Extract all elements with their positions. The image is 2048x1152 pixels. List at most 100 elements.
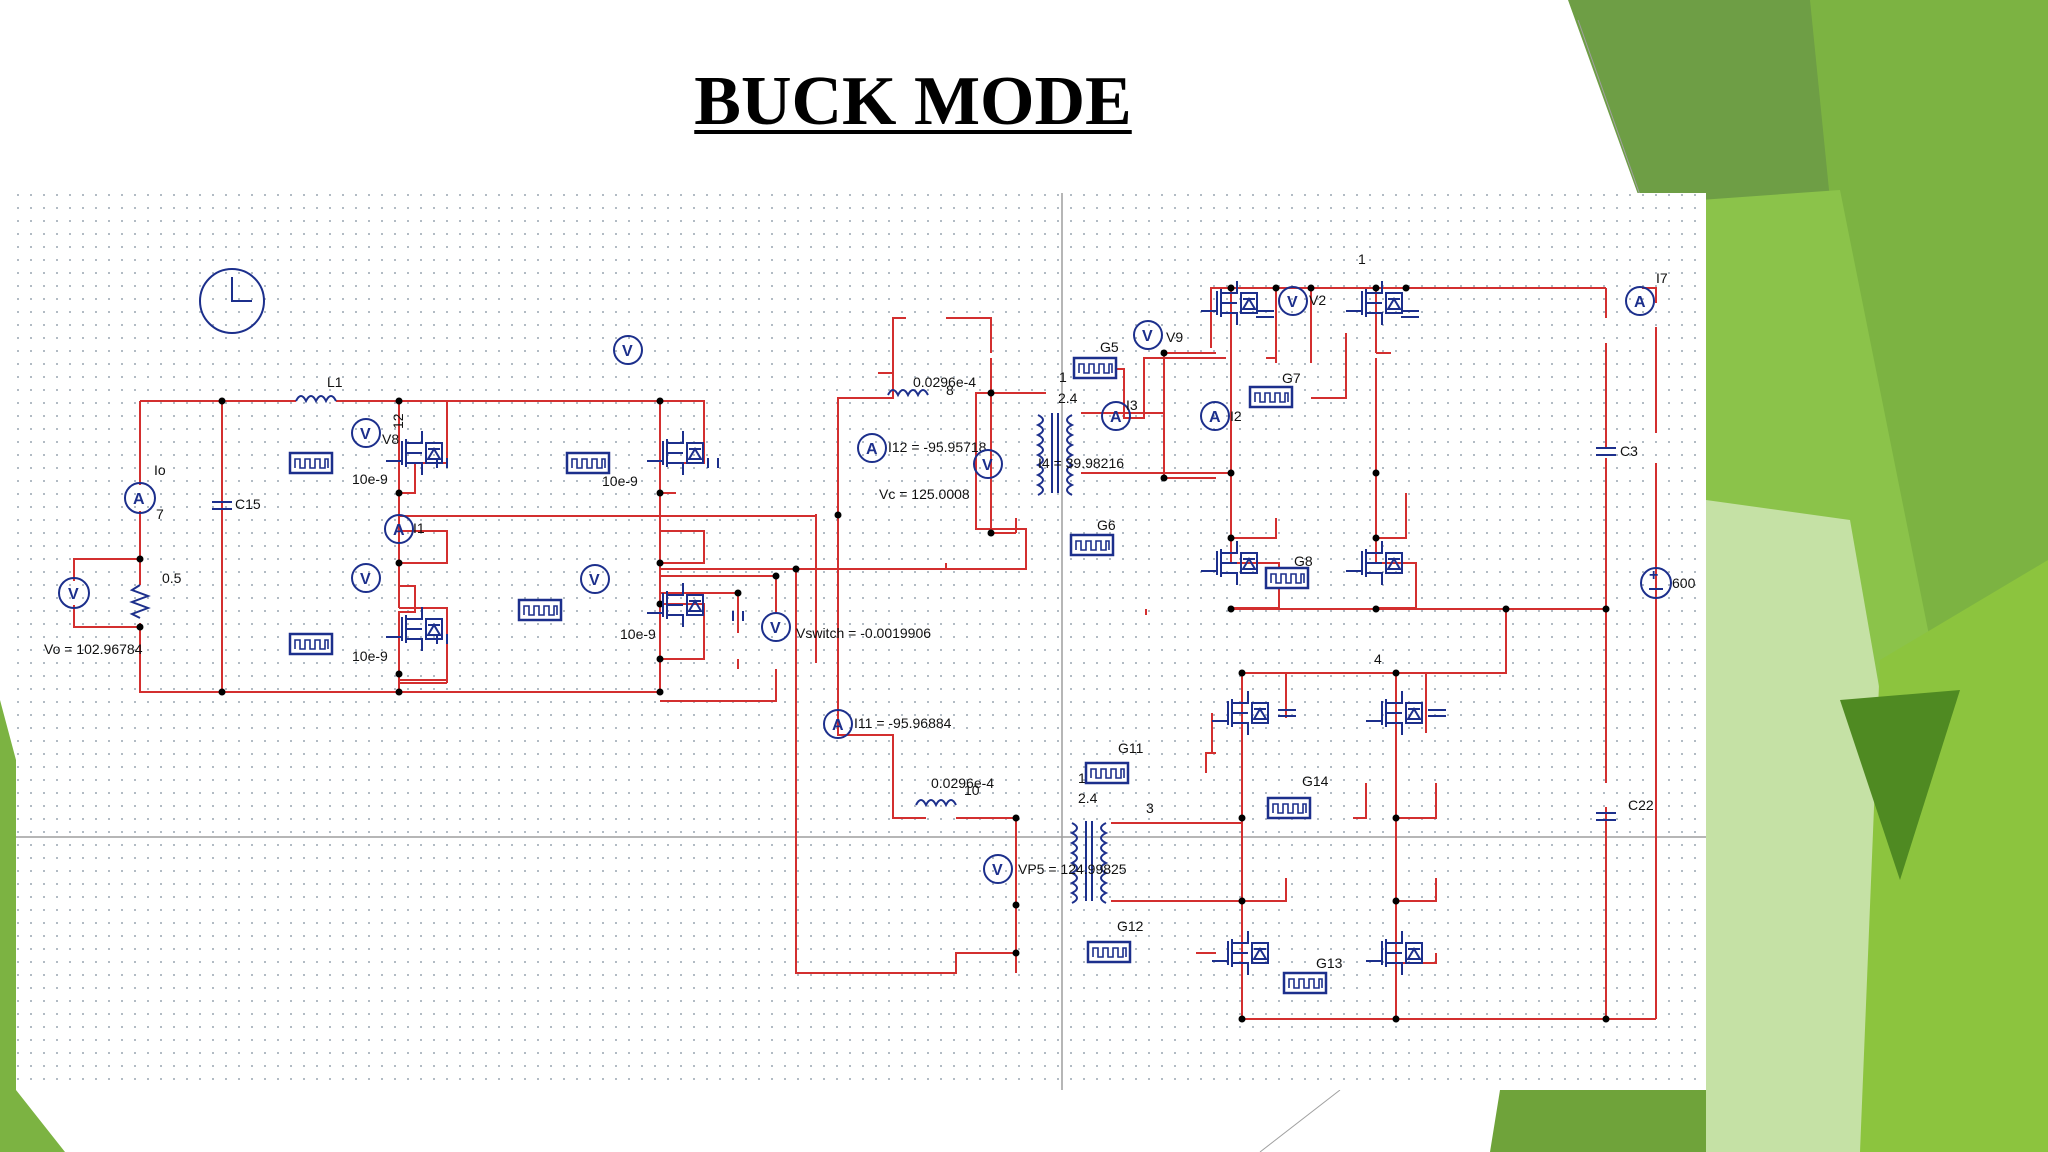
label-vc: Vc = 125.0008: [879, 486, 970, 502]
transformer-1: [1035, 413, 1075, 496]
svg-text:A: A: [1634, 294, 1646, 311]
resistor: [129, 584, 151, 619]
capacitor-g11: [1278, 709, 1296, 717]
label-g6: G6: [1097, 517, 1116, 533]
background-shape-left-sliver: [0, 700, 65, 1152]
svg-text:V: V: [622, 343, 633, 360]
svg-text:V: V: [360, 571, 371, 588]
label-lc1: 0.0296e-4: [913, 374, 976, 390]
transformer-2: [1069, 821, 1109, 904]
pulse-source-g11: [1084, 761, 1130, 785]
capacitor-g14: [1428, 709, 1446, 717]
ammeter-i12: A: [857, 433, 887, 463]
background-line: [1259, 1089, 1341, 1152]
capacitor-c3: [1596, 447, 1616, 456]
svg-text:V: V: [68, 586, 79, 603]
label-v2: V2: [1309, 292, 1326, 308]
voltmeter-vp5: V: [983, 854, 1013, 884]
label-node-12: 12: [390, 413, 406, 429]
svg-text:A: A: [832, 717, 844, 734]
voltmeter-v9: V: [1133, 320, 1163, 350]
ammeter-i1: A: [384, 514, 414, 544]
pulse-source-g14: [1266, 796, 1312, 820]
label-c15: C15: [235, 496, 261, 512]
label-i11: I11 = -95.96884: [854, 715, 952, 731]
capacitor-c15: [212, 501, 232, 510]
svg-text:A: A: [393, 522, 405, 539]
svg-text:V: V: [1287, 294, 1298, 311]
label-i3: I3: [1126, 397, 1138, 413]
label-cap-2: 10e-9: [352, 648, 388, 664]
label-vswitch: Vswitch = -0.0019906: [796, 625, 931, 641]
label-tr1-ratio: 2.4: [1058, 390, 1078, 406]
svg-text:V: V: [589, 572, 600, 589]
label-c22: C22: [1628, 797, 1654, 813]
label-vp5: VP5 = 124.99825: [1018, 861, 1127, 877]
capacitor-snubber-1: [436, 458, 448, 468]
label-tr2-3: 3: [1146, 800, 1154, 816]
ammeter-i7: A: [1625, 286, 1655, 316]
label-i7: I7: [1656, 270, 1668, 286]
background-line: [1577, 19, 1641, 196]
ammeter-i11: A: [823, 709, 853, 739]
pulse-source-g12: [1086, 940, 1132, 964]
label-g13: G13: [1316, 955, 1343, 971]
svg-text:V: V: [360, 426, 371, 443]
pulse-source-g13: [1282, 971, 1328, 995]
svg-text:A: A: [133, 491, 145, 508]
label-v8: V8: [382, 431, 399, 447]
voltmeter-v8: V: [351, 418, 381, 448]
capacitor-snubber-4: [732, 611, 744, 621]
voltmeter-v2: V: [1278, 286, 1308, 316]
voltmeter-vc: V: [973, 449, 1003, 479]
label-g8: G8: [1294, 553, 1313, 569]
label-cap-4: 10e-9: [620, 626, 656, 642]
label-node-10: 10: [964, 782, 980, 798]
label-i4: I4 = 39.98216: [1038, 455, 1124, 471]
inductor-coupling-2: [915, 799, 957, 808]
label-g12: G12: [1117, 918, 1144, 934]
pulse-source-4: [517, 598, 563, 622]
label-io: Io: [154, 462, 166, 478]
pulse-source-2: [288, 632, 334, 656]
ammeter-io: A: [124, 482, 156, 514]
label-cap-3: 10e-9: [602, 473, 638, 489]
svg-text:+: +: [1649, 567, 1658, 584]
capacitor-g7: [1401, 310, 1419, 318]
label-cap-1: 10e-9: [352, 471, 388, 487]
label-resistor: 0.5: [162, 570, 182, 586]
label-lc2: 0.0296e-4: [931, 775, 994, 791]
svg-text:A: A: [1110, 409, 1122, 426]
label-g7: G7: [1282, 370, 1301, 386]
label-tr1-1: 1: [1059, 369, 1067, 385]
label-i1: I1: [413, 520, 425, 536]
svg-text:V: V: [770, 620, 781, 637]
label-tr2-ratio: 2.4: [1078, 790, 1098, 806]
label-i12: I12 = -95.95718: [888, 439, 987, 455]
ammeter-i3: A: [1101, 401, 1131, 431]
pulse-source-1: [288, 451, 334, 475]
label-tr2-1: 1: [1078, 770, 1086, 786]
pulse-source-g7: [1248, 385, 1294, 409]
pulse-source-g6: [1069, 533, 1115, 557]
label-g5: G5: [1100, 339, 1119, 355]
pulse-source-3: [565, 451, 611, 475]
label-vo: Vo = 102.96784: [44, 641, 143, 657]
label-v9: V9: [1166, 329, 1183, 345]
label-node-1: 1: [1358, 251, 1366, 267]
inductor-coupling-1: [887, 389, 929, 398]
label-node-8: 8: [946, 382, 954, 398]
label-l1: L1: [327, 374, 343, 390]
label-g14: G14: [1302, 773, 1329, 789]
junction-dots: [136, 284, 1610, 1023]
voltmeter-switch-2: V: [351, 563, 381, 593]
label-g11: G11: [1118, 740, 1144, 756]
svg-text:A: A: [866, 441, 878, 458]
grid-dots: [16, 193, 1706, 1090]
pulse-source-g5: [1072, 356, 1118, 380]
ammeter-i2: A: [1200, 401, 1230, 431]
svg-text:V: V: [982, 457, 993, 474]
svg-text:V: V: [1142, 328, 1153, 345]
svg-text:A: A: [1209, 409, 1221, 426]
